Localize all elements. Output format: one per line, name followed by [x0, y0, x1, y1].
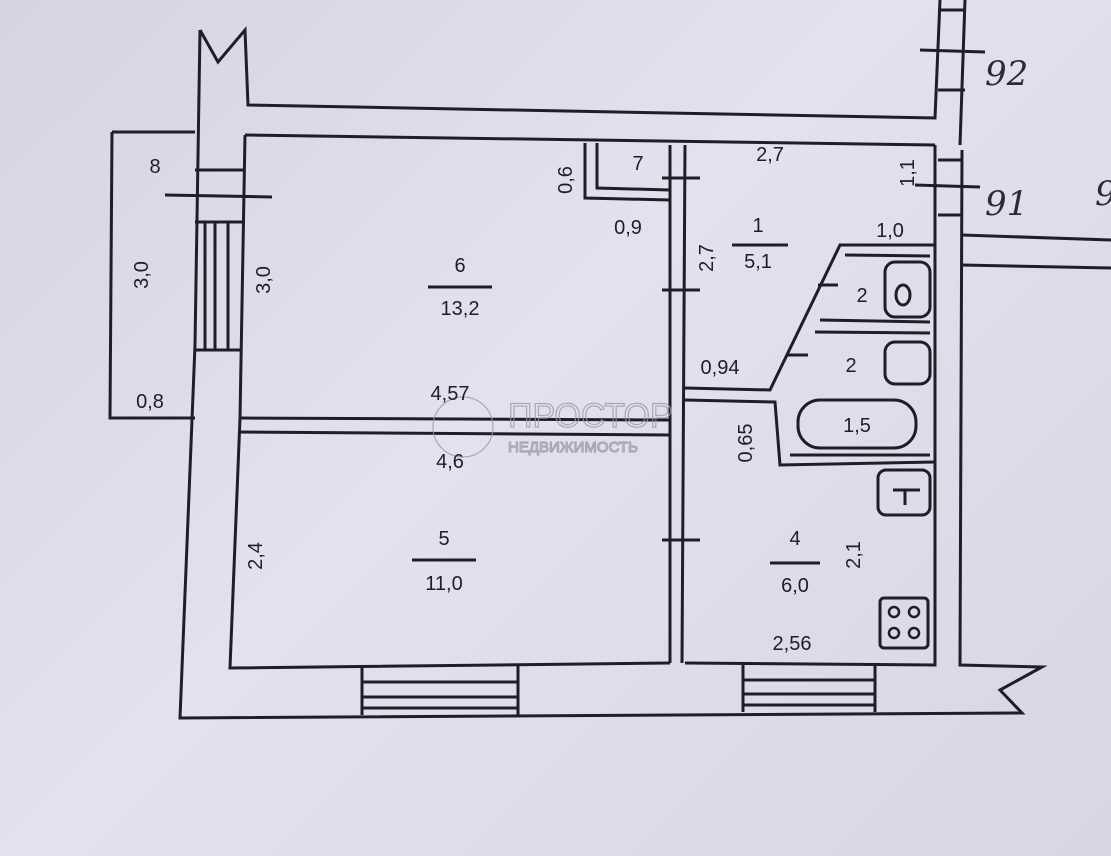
room-5-number: 5 [438, 528, 449, 550]
dim-room7-width: 0,9 [614, 217, 642, 239]
bathtub-size: 1,5 [843, 415, 871, 437]
toilet-bowl-icon [894, 283, 912, 307]
bathtub-icon [796, 398, 918, 450]
dim-corridor-height: 0,65 [735, 424, 757, 463]
toilet-icon [883, 260, 932, 319]
room-4-number: 4 [789, 528, 800, 550]
svg-text:ПРОСТОР: ПРОСТОР [508, 397, 673, 435]
dim-room5-depth: 2,4 [245, 542, 267, 570]
dim-balcony-depth: 0,8 [136, 391, 164, 413]
dim-room6-width: 4,57 [431, 383, 470, 405]
windows [360, 665, 877, 715]
watermark: ПРОСТОР НЕДВИЖИМОСТЬ [432, 396, 673, 458]
dim-room1-right: 1,1 [897, 159, 919, 187]
room-6-area: 13,2 [441, 298, 480, 320]
dim-wc-width: 1,0 [876, 220, 904, 242]
room-6-number: 6 [454, 255, 465, 277]
stove-icon [878, 596, 930, 650]
room-7-number: 7 [632, 153, 643, 175]
kitchen-sink-icon [876, 468, 932, 517]
room-2-bath-number: 2 [845, 355, 856, 377]
dim-balcony-length: 3,0 [131, 261, 153, 289]
axis-mark-partial: 9 [1095, 174, 1111, 214]
dim-room4-width: 2,56 [773, 633, 812, 655]
room-8-number: 8 [149, 156, 160, 178]
dim-corridor: 0,94 [701, 357, 740, 379]
room-1-area: 5,1 [744, 251, 772, 273]
axis-mark-91: 91 [985, 184, 1028, 224]
walls [108, 0, 1111, 720]
room-4-area: 6,0 [781, 575, 809, 597]
dim-room1-top: 2,7 [756, 144, 784, 166]
dim-room5-width: 4,6 [436, 451, 464, 473]
sink-icon [883, 340, 932, 386]
room-1-number: 1 [752, 215, 763, 237]
dim-room1-left: 2,7 [696, 244, 718, 272]
room-2-toilet-number: 2 [856, 285, 867, 307]
dim-room6-wall: 3,0 [253, 266, 275, 294]
axis-mark-92: 92 [985, 54, 1028, 94]
svg-text:НЕДВИЖИМОСТЬ: НЕДВИЖИМОСТЬ [508, 439, 638, 456]
dim-room7-height: 0,6 [555, 166, 577, 194]
dim-room4-height: 2,1 [843, 541, 865, 569]
fixtures [796, 260, 932, 650]
room-5-area: 11,0 [425, 573, 462, 595]
